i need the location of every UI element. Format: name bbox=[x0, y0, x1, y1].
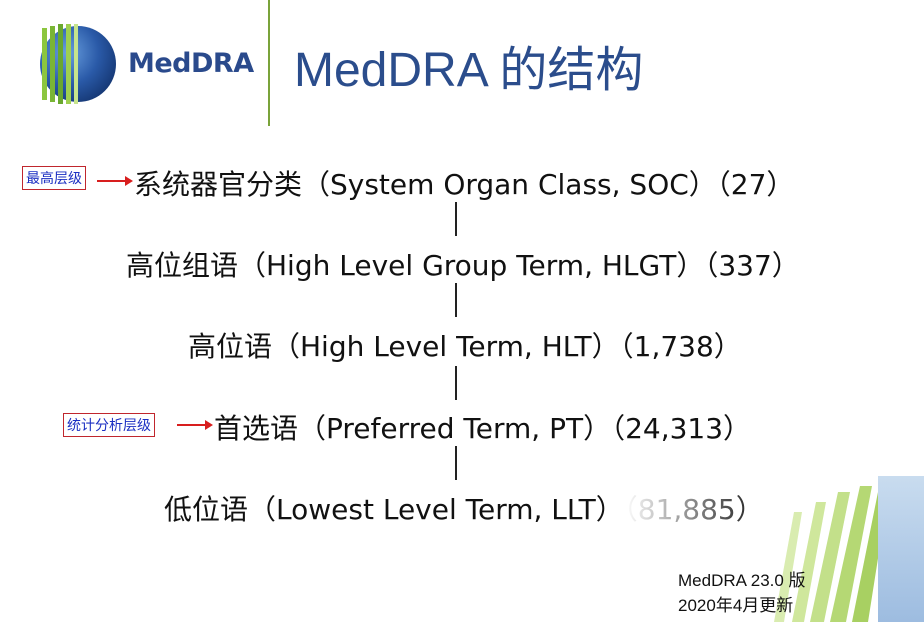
connector-line bbox=[455, 446, 457, 480]
level-soc: 系统器官分类（System Organ Class, SOC）（27） bbox=[134, 168, 795, 201]
connector-line bbox=[455, 202, 457, 236]
page-title: MedDRA 的结构 bbox=[294, 44, 644, 97]
version-note: MedDRA 23.0 版 2020年4月更新 bbox=[678, 568, 806, 618]
level-hlt: 高位语（High Level Term, HLT）（1,738） bbox=[188, 330, 742, 363]
logo-text: MedDRA bbox=[128, 48, 254, 79]
level-hlgt: 高位组语（High Level Group Term, HLGT）（337） bbox=[126, 249, 800, 282]
top-level-tag: 最高层级 bbox=[22, 166, 86, 190]
arrow-right-icon bbox=[177, 420, 213, 430]
meddra-logo: MedDRA bbox=[28, 18, 268, 108]
level-pt: 首选语（Preferred Term, PT）（24,313） bbox=[214, 412, 752, 445]
arrow-right-icon bbox=[97, 176, 133, 186]
version-label: MedDRA 23.0 版 bbox=[678, 571, 806, 590]
connector-line bbox=[455, 283, 457, 317]
update-date: 2020年4月更新 bbox=[678, 596, 794, 615]
stat-level-tag: 统计分析层级 bbox=[63, 413, 155, 437]
globe-logo-icon bbox=[40, 24, 116, 104]
decorative-background bbox=[624, 472, 924, 622]
connector-line bbox=[455, 366, 457, 400]
header-divider bbox=[268, 0, 270, 126]
